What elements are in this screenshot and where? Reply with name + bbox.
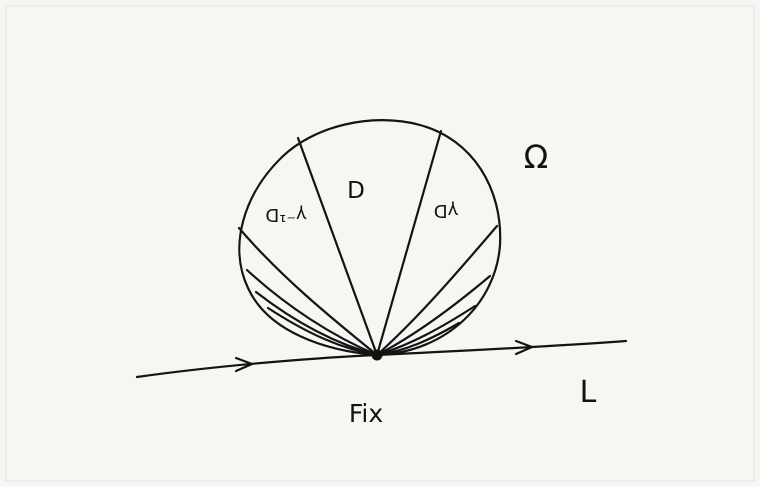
left-chord-3 [254,290,379,357]
label-L: L [580,375,597,410]
label-omega: Ω [524,138,548,176]
arrow-right-icon [514,339,534,356]
radial-line-left-top [296,136,379,357]
label-gamma-inverse-D: γ⁻¹D [265,204,306,225]
label-fix: Fix [349,399,383,428]
fixed-point-dot [371,349,383,361]
label-D: D [347,178,365,204]
label-gamma-D: γD [434,200,459,221]
left-chord-1 [237,226,379,357]
radial-line-right-top [375,129,443,357]
left-chord-4 [266,306,379,357]
arrow-left-icon [234,356,254,373]
paper-border [5,5,755,482]
right-chord-1 [375,224,499,357]
left-chord-2 [245,268,379,357]
right-chord-2 [375,274,492,357]
circle-boundary [238,119,502,357]
right-chord-3 [375,304,477,357]
